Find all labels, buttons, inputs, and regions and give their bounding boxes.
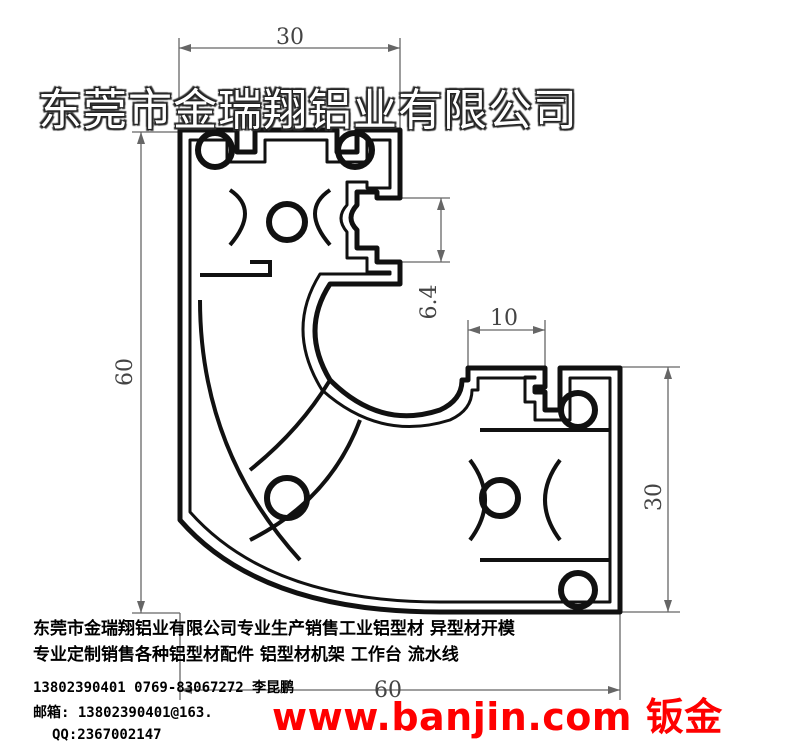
profile-holes: [195, 130, 598, 610]
company-banner: 东莞市金瑞翔铝业有限公司: [38, 85, 578, 136]
info-line-phone: 13802390401 0769-83067272 李昆鹏: [33, 680, 295, 696]
dim-bottom-60: 60: [374, 678, 402, 703]
dim-top-30: 30: [276, 25, 304, 50]
dimension-arrows: [137, 44, 672, 694]
dim-right-30: 30: [642, 483, 667, 511]
profile-outline: [177, 127, 623, 615]
dimension-lines: [132, 38, 680, 700]
info-line-services: 专业定制销售各种铝型材配件 铝型材机架 工作台 流水线: [33, 645, 459, 665]
dim-small-10: 10: [490, 306, 518, 331]
info-line-production: 东莞市金瑞翔铝业有限公司专业生产销售工业铝型材 异型材开模: [33, 619, 515, 639]
site-watermark: www.banjin.com 钣金: [272, 695, 723, 739]
profile-webs: [198, 188, 610, 562]
dim-slot-6-4: 6.4: [417, 285, 442, 320]
info-line-email: 邮箱: 13802390401@163.: [33, 705, 213, 721]
dim-left-60: 60: [113, 358, 138, 386]
info-line-qq: QQ:2367002147: [52, 727, 162, 743]
